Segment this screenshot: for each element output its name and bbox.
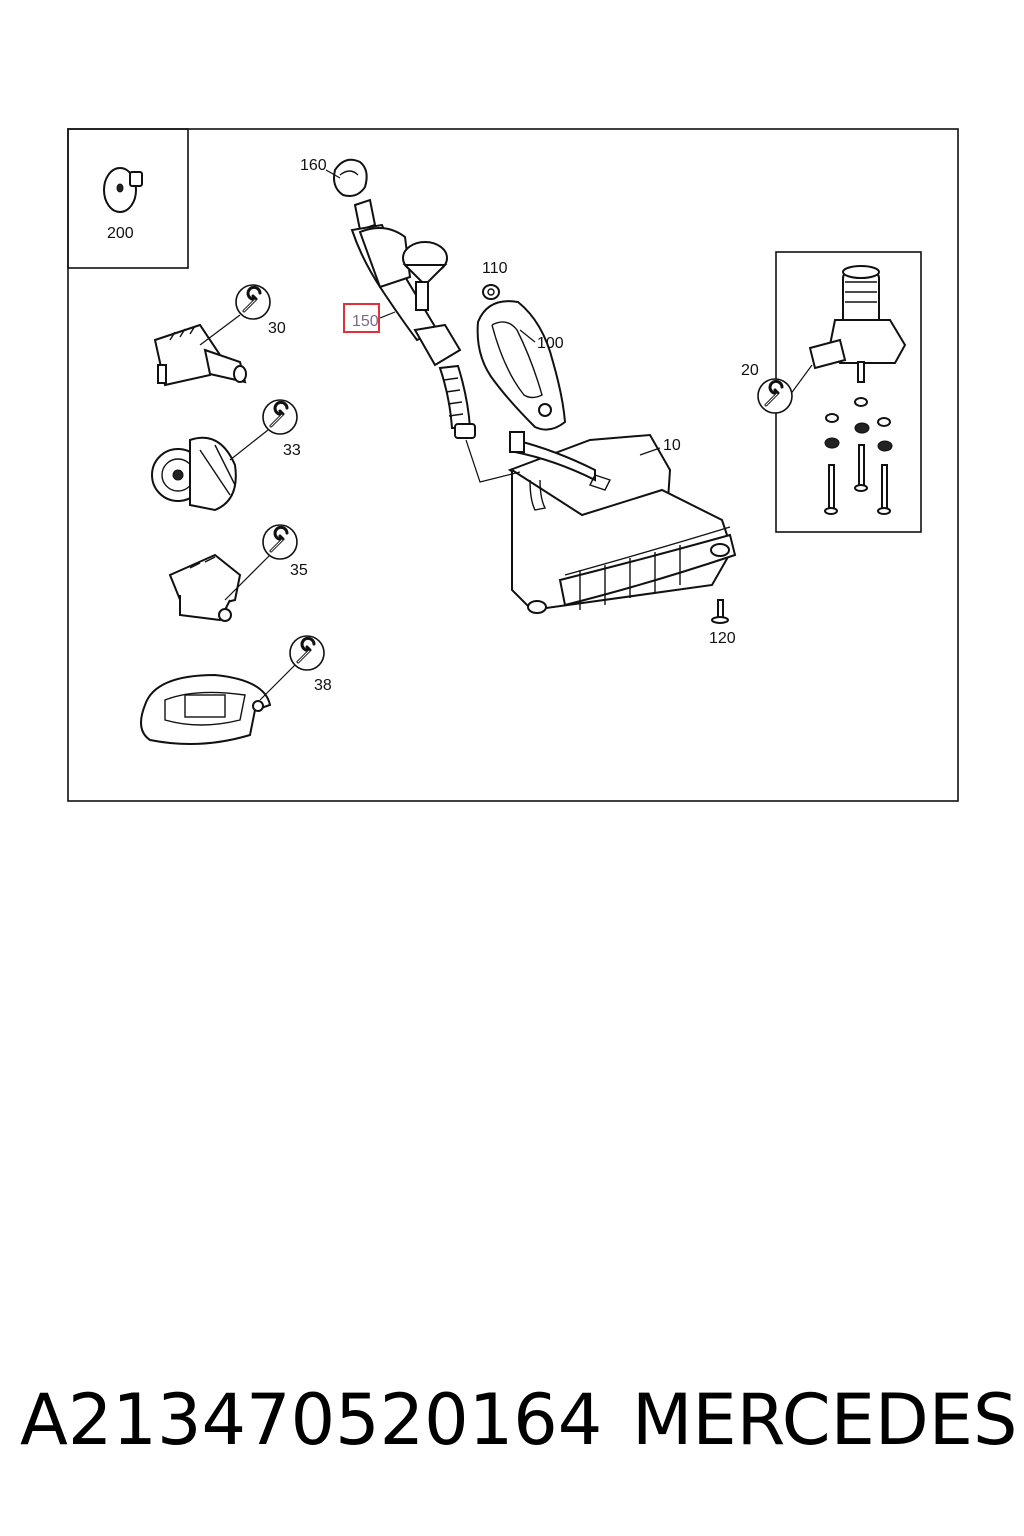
wrench-icon	[261, 398, 299, 436]
callout-160: 160	[300, 157, 327, 174]
leader-33	[229, 429, 269, 461]
callout-35: 35	[290, 562, 308, 579]
callout-20: 20	[741, 362, 759, 379]
leader-160	[325, 169, 341, 179]
wrench-icon	[234, 283, 272, 321]
callout-110: 110	[482, 260, 508, 277]
parts-diagram: 200 160 150 110 100 30 33 35 38 20 10 12…	[67, 128, 959, 802]
callout-10: 10	[663, 437, 681, 454]
part-160-clamp	[333, 158, 368, 197]
part-10-oil-separator	[507, 431, 737, 614]
leader-35	[224, 554, 271, 601]
part-200-screw	[103, 167, 143, 213]
part-33-pump	[151, 436, 237, 512]
callout-200: 200	[107, 225, 134, 242]
callout-30: 30	[268, 320, 286, 337]
part-38-gasket-plate	[140, 673, 272, 745]
part-number: A213470520164	[20, 1379, 603, 1461]
wrench-icon	[756, 377, 794, 415]
diagram-frame	[67, 128, 959, 802]
part-100-bracket	[476, 300, 567, 431]
wrench-icon	[261, 523, 299, 561]
connector-line	[465, 439, 521, 483]
brand-name: MERCEDES	[632, 1379, 1018, 1461]
part-30-sensor	[153, 323, 247, 387]
footer: A213470520164 MERCEDES	[0, 1370, 1024, 1470]
callout-150: 150	[352, 313, 379, 330]
leader-20	[789, 364, 813, 396]
inset-box-200	[67, 128, 189, 269]
part-120-bolt	[711, 599, 729, 624]
highlight-box-150	[343, 303, 380, 333]
part-20-pump	[808, 265, 907, 515]
wrench-icon	[288, 634, 326, 672]
callout-38: 38	[314, 677, 332, 694]
leader-30	[199, 314, 241, 346]
part-110-nut	[482, 284, 500, 300]
callout-120: 120	[709, 630, 736, 647]
part-35-actuator	[168, 553, 242, 622]
leader-38	[259, 664, 296, 701]
callout-33: 33	[283, 442, 301, 459]
leader-10	[639, 447, 661, 456]
part-150-hose	[350, 198, 476, 439]
leader-100	[519, 329, 536, 343]
callout-100: 100	[537, 335, 564, 352]
leader-150	[379, 311, 396, 319]
